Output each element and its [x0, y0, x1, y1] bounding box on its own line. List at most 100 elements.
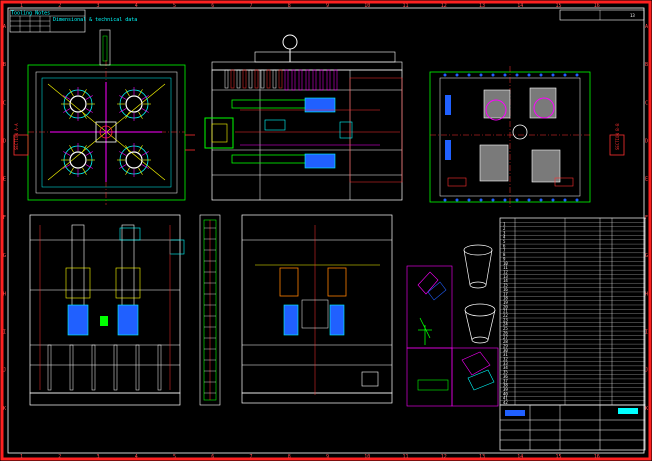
cavity-rib	[82, 89, 87, 97]
grid-row-label: K	[3, 406, 6, 412]
grid-col-label: 7	[250, 454, 253, 460]
grid-row-label: A	[3, 24, 6, 30]
screw-mark	[539, 73, 543, 77]
bom-row-no: 19	[503, 300, 508, 305]
cavity-core	[69, 151, 87, 169]
support-pillar	[47, 344, 52, 391]
grid-col-label: 6	[211, 454, 214, 460]
grid-row-label: H	[645, 291, 648, 297]
side-tag-right: SECTION B-B	[615, 123, 620, 150]
notes-header: Dimensional & technical data	[53, 17, 137, 23]
bom-row-no: 30	[503, 348, 508, 353]
bom-row-no: 40	[503, 391, 508, 396]
cavity-rib	[63, 95, 71, 100]
screw-mark	[515, 198, 519, 202]
grid-row-label: C	[3, 100, 6, 106]
view-section-b	[241, 214, 393, 404]
bom-row-no: 24	[503, 322, 508, 327]
screw-mark	[503, 198, 507, 202]
grid-col-label: 10	[364, 3, 370, 9]
grid-col-label: 11	[403, 3, 409, 9]
grid-row-label: F	[3, 215, 6, 221]
cavity-rib	[125, 111, 130, 119]
ejector-pin	[333, 69, 338, 91]
grid-col-label: 14	[517, 454, 523, 460]
support-pillar	[69, 344, 74, 391]
grid-col-label: 16	[594, 3, 600, 9]
cavity-core	[69, 95, 87, 113]
screw-mark	[527, 73, 531, 77]
grid-col-label: 2	[58, 3, 61, 9]
grid-col-label: 4	[135, 454, 138, 460]
grid-col-label: 6	[211, 3, 214, 9]
cavity-rib	[82, 145, 87, 153]
screw-mark	[491, 198, 495, 202]
ejector-pin	[298, 69, 303, 91]
iso-part-1	[463, 244, 493, 289]
cavity-rib	[119, 164, 127, 169]
cavity-rib	[85, 164, 93, 169]
grid-col-label: 5	[173, 454, 176, 460]
grid-col-label: 13	[479, 454, 485, 460]
cavity-rib	[85, 151, 93, 156]
view-side-elevation	[204, 34, 403, 201]
cavity-rib	[69, 145, 74, 153]
cavity-rib	[69, 111, 74, 119]
screw-mark	[563, 198, 567, 202]
sheet-number-box: 13	[559, 9, 645, 21]
screw-mark	[575, 73, 579, 77]
bom-row-no: 18	[503, 296, 508, 301]
cavity-rib	[85, 108, 93, 113]
grid-column-labels: 1122334455667788991010111112121313141415…	[20, 3, 600, 460]
grid-row-label: C	[645, 100, 648, 106]
ejector-pin	[305, 69, 310, 91]
grid-col-label: 16	[594, 454, 600, 460]
ejector-pin	[284, 69, 289, 91]
grid-col-label: 15	[556, 454, 562, 460]
grid-row-label: B	[645, 62, 648, 68]
bom-row-no: 7	[503, 248, 506, 253]
screw-mark	[539, 198, 543, 202]
cavity-rib	[138, 89, 143, 97]
screw-mark	[491, 73, 495, 77]
grid-col-label: 11	[403, 454, 409, 460]
cavity-rib	[63, 164, 71, 169]
bom-row-no: 12	[503, 270, 508, 275]
ejector-pin	[248, 69, 253, 89]
bom-row-no: 14	[503, 278, 508, 283]
grid-col-label: 1	[20, 3, 23, 9]
detail-panel	[406, 265, 499, 407]
grid-col-label: 5	[173, 3, 176, 9]
support-pillar	[135, 344, 140, 391]
grid-row-label: I	[3, 329, 6, 335]
cavity-rib	[85, 95, 93, 100]
cavity-rib	[82, 167, 87, 175]
cavity-rib	[141, 164, 149, 169]
ejector-pin	[326, 69, 331, 91]
cavity-rib	[119, 95, 127, 100]
view-plan-cavity: SECTION B-B	[429, 66, 625, 208]
grid-row-label: I	[645, 329, 648, 335]
cavity-rib	[138, 111, 143, 119]
cavity-rib	[63, 151, 71, 156]
grid-col-label: 8	[288, 3, 291, 9]
grid-row-label: D	[645, 139, 648, 145]
grid-row-label: H	[3, 291, 6, 297]
cavity-rib	[125, 145, 130, 153]
bom-row-no: 16	[503, 287, 508, 292]
grid-row-label: B	[3, 62, 6, 68]
ejector-pin	[312, 69, 317, 91]
cavity-rib	[125, 89, 130, 97]
cavity-rib	[141, 95, 149, 100]
screw-mark	[479, 198, 483, 202]
grid-col-label: 2	[58, 454, 61, 460]
grid-col-label: 10	[364, 454, 370, 460]
cavity-rib	[141, 151, 149, 156]
support-pillar	[157, 344, 162, 391]
bom-row-no: 21	[503, 309, 508, 314]
grid-col-label: 3	[97, 454, 100, 460]
bom-row-no: 41	[503, 396, 508, 401]
ejector-pin	[278, 69, 283, 89]
